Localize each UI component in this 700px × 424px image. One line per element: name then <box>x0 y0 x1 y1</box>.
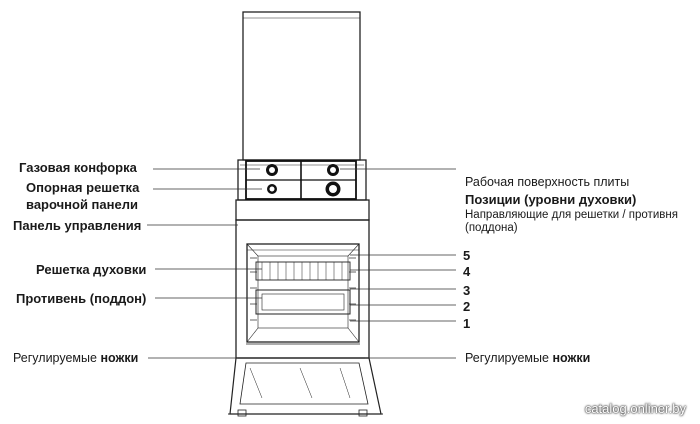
level-3: 3 <box>463 283 471 298</box>
feet-right-bold: ножки <box>552 351 591 365</box>
feet-right-prefix: Регулируемые <box>465 351 553 365</box>
label-tray: Противень (поддон) <box>16 291 147 306</box>
label-control-panel: Панель управления <box>13 218 142 233</box>
label-guides-line2: (поддона) <box>465 222 518 234</box>
label-adjustable-feet-right: Регулируемые ножки <box>465 351 590 365</box>
level-4: 4 <box>463 264 471 279</box>
label-work-surface: Рабочая поверхность плиты <box>465 175 630 189</box>
label-guides-line1: Направляющие для решетки / противня <box>465 209 678 221</box>
label-oven-rack: Решетка духовки <box>36 262 147 277</box>
level-5: 5 <box>463 248 471 263</box>
label-support-grid-line2: варочной панели <box>26 197 138 212</box>
label-adjustable-feet-left: Регулируемые ножки <box>13 351 138 365</box>
level-2: 2 <box>463 299 471 314</box>
label-positions-title: Позиции (уровни духовки) <box>465 192 637 207</box>
level-1: 1 <box>463 316 471 331</box>
feet-left-bold: ножки <box>100 351 139 365</box>
feet-left-prefix: Регулируемые <box>13 351 101 365</box>
watermark: catalog.onliner.by <box>584 401 686 416</box>
label-gas-burner: Газовая конфорка <box>19 160 137 175</box>
label-support-grid-line1: Опорная решетка <box>26 180 140 195</box>
